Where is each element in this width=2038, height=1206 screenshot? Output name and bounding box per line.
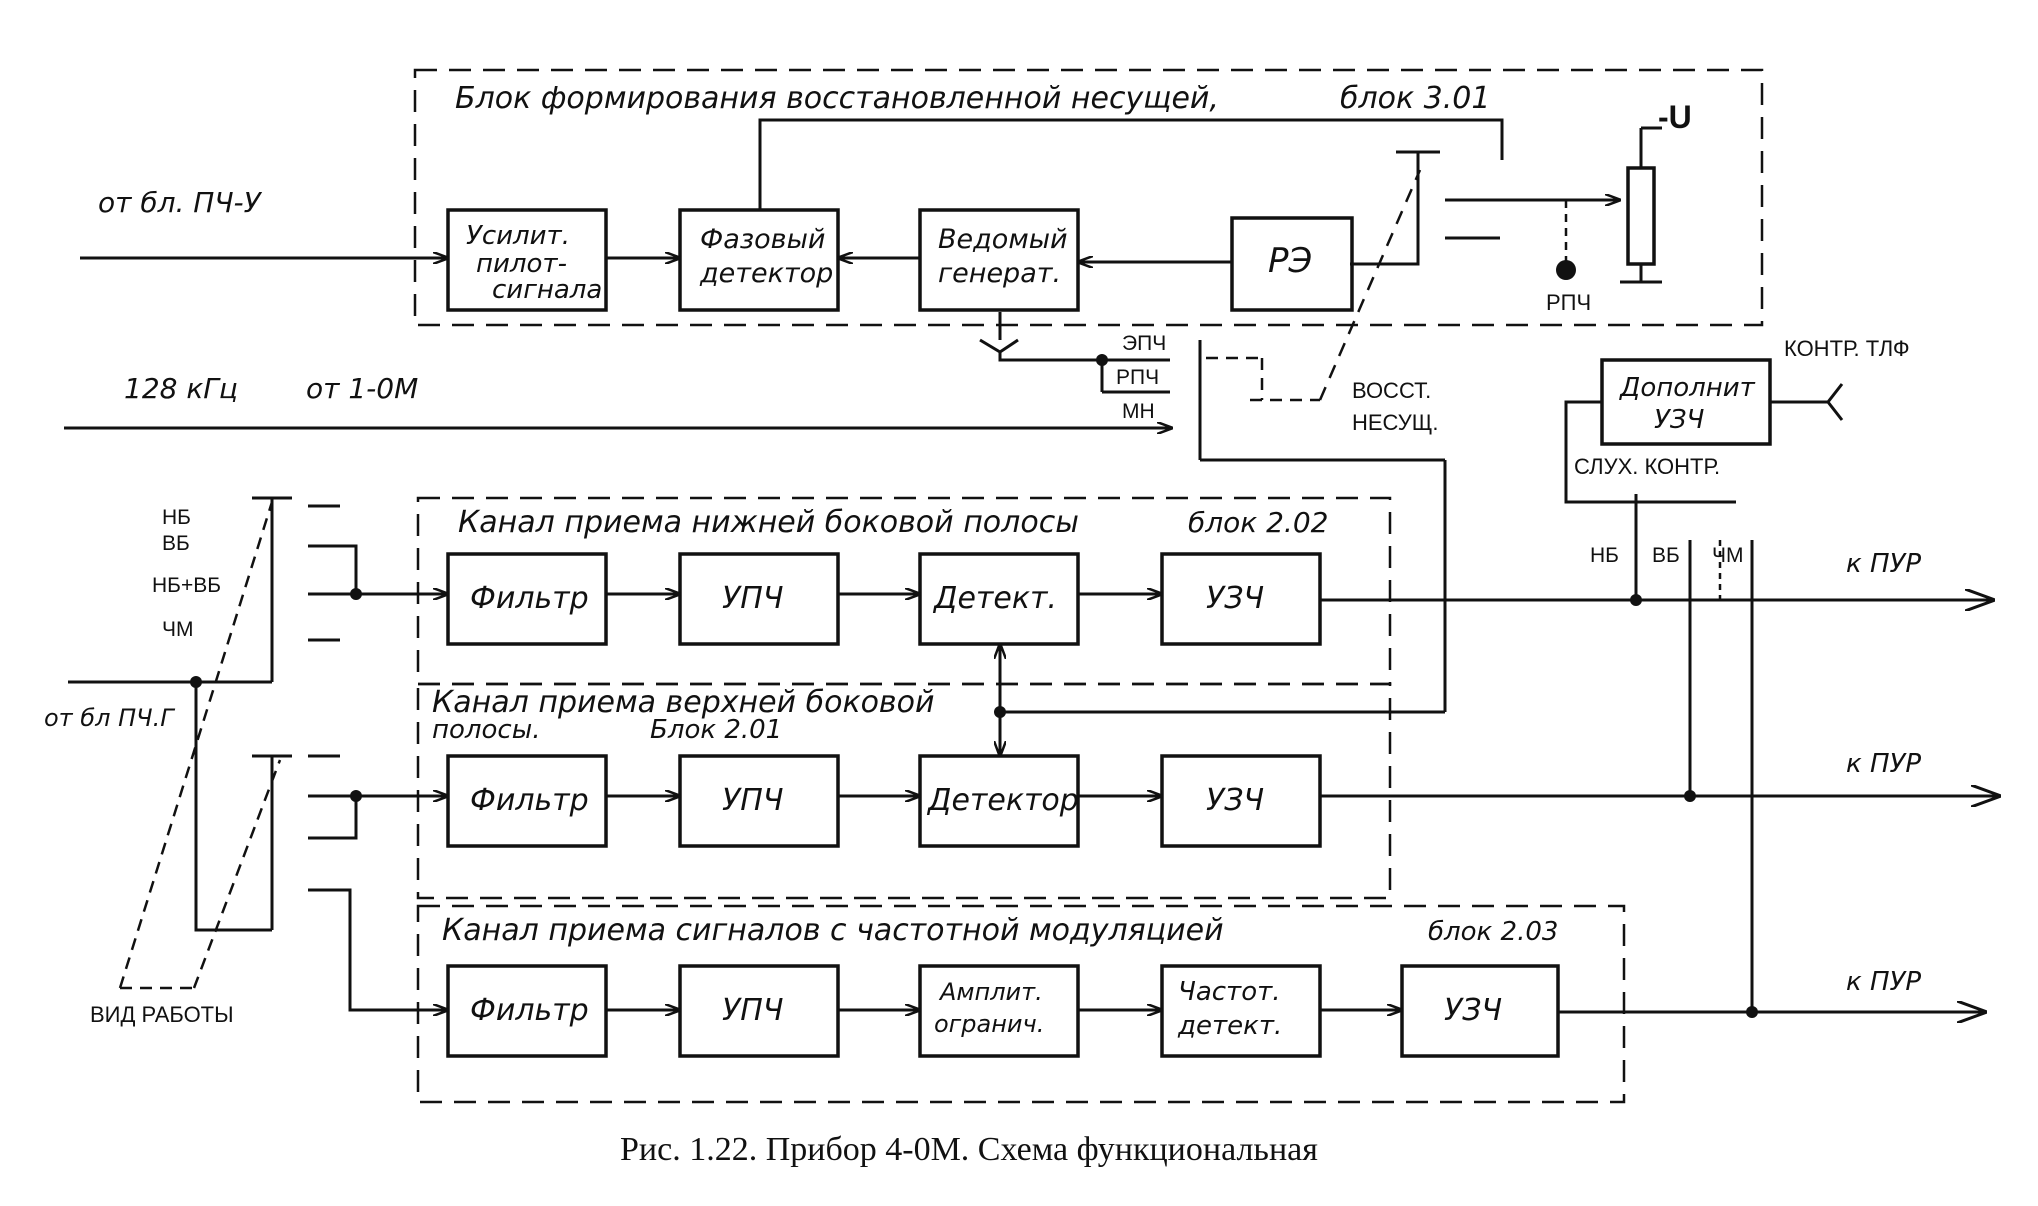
- from-pch-g-label: от бл ПЧ.Г: [44, 704, 175, 732]
- extra-amp-line2: УЗЧ: [1654, 405, 1705, 435]
- tap-vb-label: ВБ: [1652, 544, 1680, 567]
- pilot-amp-line2: пилот-: [476, 249, 567, 279]
- potentiometer: [1626, 166, 1656, 266]
- lsb-title: Канал приема нижней боковой полосы: [458, 505, 1079, 540]
- kontr-tlf-label: КОНТР. ТЛФ: [1784, 336, 1910, 361]
- extra-amp-line1: Дополнит: [1619, 373, 1756, 403]
- lsb-filter: Фильтр: [470, 581, 589, 616]
- carrier-block-number: блок 3.01: [1340, 81, 1490, 116]
- usb-filter: Фильтр: [470, 783, 589, 818]
- rpch-dot-label: РПЧ: [1546, 290, 1591, 315]
- rpch-dot: [1556, 260, 1576, 280]
- mode-nbvb: НБ+ВБ: [152, 574, 221, 597]
- usb-number: Блок 2.01: [650, 715, 782, 745]
- lsb-channel: Канал приема нижней боковой полосы блок …: [416, 496, 1392, 686]
- lsb-uzch: УЗЧ: [1206, 581, 1264, 616]
- usb-detector: Детектор: [926, 783, 1079, 818]
- fm-title: Канал приема сигналов с частотной модуля…: [442, 913, 1224, 948]
- pilot-amplifier-box: [446, 208, 608, 312]
- output-3-label: к ПУР: [1846, 967, 1921, 997]
- fm-detector-line2: детект.: [1177, 1011, 1282, 1041]
- sluh-kontr-label: СЛУХ. КОНТР.: [1574, 454, 1720, 479]
- lsb-detector: Детект.: [932, 581, 1057, 616]
- usb-upch: УПЧ: [722, 783, 783, 818]
- output-1-label: к ПУР: [1846, 549, 1921, 579]
- fm-upch: УПЧ: [722, 993, 783, 1028]
- mode-vb: ВБ: [162, 532, 190, 555]
- fm-uzch: УЗЧ: [1444, 993, 1502, 1028]
- usb-title2: полосы.: [432, 715, 541, 745]
- fm-number: блок 2.03: [1428, 917, 1558, 947]
- tap-nb-label: НБ: [1590, 544, 1619, 567]
- output-2-label: к ПУР: [1846, 749, 1921, 779]
- usb-channel: Канал приема верхней боковой полосы. Бло…: [416, 682, 1392, 900]
- mn-label: МН: [1122, 400, 1155, 423]
- fm-detector-line1: Частот.: [1178, 977, 1281, 1007]
- re-label: РЭ: [1268, 241, 1312, 281]
- usb-title: Канал приема верхней боковой: [432, 685, 934, 720]
- mode-nb: НБ: [162, 506, 191, 529]
- fm-channel: Канал приема сигналов с частотной модуля…: [416, 904, 1626, 1104]
- carrier-block-frame: [413, 68, 1764, 327]
- mode-label: ВИД РАБОТЫ: [90, 1002, 234, 1027]
- figure-caption: Рис. 1.22. Прибор 4-0М. Схема функционал…: [620, 1131, 1318, 1168]
- nesush-label: НЕСУЩ.: [1352, 410, 1438, 435]
- from-pch-u-label: от бл. ПЧ-У: [98, 186, 263, 219]
- carrier-switch-line: [1350, 152, 1420, 266]
- lsb-number: блок 2.02: [1188, 506, 1328, 539]
- slave-gen-line2: генерат.: [938, 258, 1061, 289]
- mode-switch: НБ ВБ НБ+ВБ ЧМ от бл ПЧ.Г ВИД Р: [44, 496, 448, 1027]
- pilot-amp-line1: Усилит.: [466, 221, 570, 251]
- phase-detector-line1: Фазовый: [700, 224, 825, 255]
- fm-filter: Фильтр: [470, 993, 589, 1028]
- epch-label: ЭПЧ: [1122, 332, 1166, 355]
- frequency-control-switch: ЭПЧ РПЧ МН ВОССТ. НЕСУЩ.: [979, 169, 1447, 714]
- output-bus: к ПУР к ПУР к ПУР НБ ВБ ЧМ: [1320, 494, 2000, 1018]
- from-1om-label: от 1-0М: [306, 372, 418, 405]
- carrier-distribution: [994, 644, 1006, 756]
- usb-uzch: УЗЧ: [1206, 783, 1264, 818]
- slave-generator-box: [918, 208, 1080, 312]
- slave-gen-line1: Ведомый: [938, 224, 1068, 255]
- ref-128-label: 128 кГц: [124, 372, 238, 405]
- vosst-label: ВОССТ.: [1352, 378, 1431, 403]
- carrier-recovery-block: Блок формирования восстановленной несуще…: [413, 68, 1764, 327]
- lsb-upch: УПЧ: [722, 581, 783, 616]
- fm-limiter-line1: Амплит.: [938, 978, 1043, 1006]
- tap-chm-label: ЧМ: [1712, 544, 1744, 567]
- carrier-block-title: Блок формирования восстановленной несуще…: [455, 81, 1219, 116]
- usb-frame: [416, 682, 1392, 900]
- pilot-amp-line3: сигнала: [492, 275, 602, 305]
- mode-chm: ЧМ: [162, 618, 194, 641]
- phase-feedback-line: [758, 118, 1504, 210]
- fm-frame: [416, 904, 1626, 1104]
- rpch-label: РПЧ: [1116, 366, 1159, 389]
- minus-u-label: -U: [1658, 99, 1692, 135]
- extra-audio-amp: Дополнит УЗЧ КОНТР. ТЛФ СЛУХ. КОНТР.: [1564, 336, 1910, 504]
- phase-detector-line2: детектор: [699, 258, 833, 289]
- extra-amp-box: [1600, 358, 1772, 446]
- fm-limiter-line2: огранич.: [934, 1010, 1044, 1038]
